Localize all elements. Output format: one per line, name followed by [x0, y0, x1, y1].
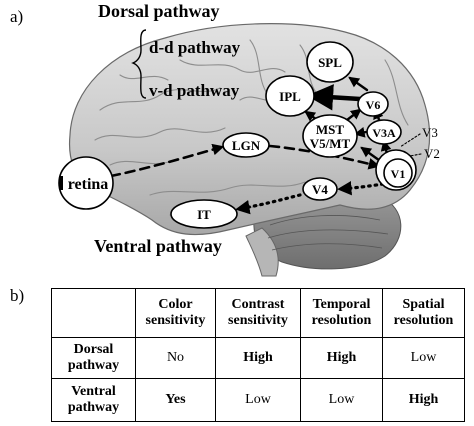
label-v5mt: V5/MT	[310, 136, 351, 151]
area-lgn	[222, 132, 270, 158]
cell-dorsal-contrast: High	[215, 337, 301, 379]
row-header-dorsal: Dorsal pathway	[51, 337, 136, 379]
label-mst: MST	[316, 122, 345, 137]
header-color-sensitivity: Color sensitivity	[135, 288, 216, 338]
brain-stem	[245, 227, 279, 277]
label-retina: retina	[68, 176, 109, 193]
label-lgn: LGN	[232, 138, 261, 153]
header-temporal-resolution: Temporal resolution	[300, 288, 383, 338]
arrow-v6-spl	[348, 76, 369, 92]
vd-pathway-label: v-d pathway	[149, 81, 240, 100]
arrow-mst-v6	[345, 108, 362, 122]
ventral-pathway-title: Ventral pathway	[94, 236, 222, 256]
label-v6: V6	[366, 98, 381, 112]
pointer-v3	[399, 133, 421, 148]
area-v3a	[366, 119, 402, 145]
panel-b-label: b)	[10, 286, 25, 305]
label-spl: SPL	[318, 55, 342, 70]
area-v1	[383, 158, 413, 188]
panel-a-label: a)	[10, 7, 23, 26]
arrow-v6-ipl	[306, 84, 363, 111]
dorsal-pathway-title: Dorsal pathway	[98, 1, 220, 21]
arrow-v1-v4	[337, 181, 385, 196]
label-v3a: V3A	[372, 126, 396, 140]
area-v6	[357, 91, 389, 117]
area-it	[170, 199, 238, 229]
cell-dorsal-color: No	[135, 337, 216, 379]
area-v4	[302, 177, 338, 201]
header-spatial-resolution: Spatial resolution	[382, 288, 465, 338]
label-v1: V1	[391, 167, 406, 181]
cell-ventral-temporal: Low	[300, 378, 383, 422]
table-row: Ventral pathway Yes Low Low High	[51, 378, 465, 422]
label-it: IT	[197, 207, 211, 222]
arrow-lgn-v1	[268, 144, 381, 170]
label-v2: V2	[424, 146, 440, 161]
header-contrast-sensitivity: Contrast sensitivity	[215, 288, 301, 338]
pathway-comparison-table: Color sensitivity Contrast sensitivity T…	[51, 288, 465, 422]
dd-pathway-label: d-d pathway	[149, 38, 241, 57]
arrow-retina-lgn	[109, 143, 225, 178]
cell-ventral-spatial: High	[382, 378, 465, 422]
arrow-v4-it	[235, 193, 302, 215]
label-v3: V3	[422, 125, 438, 140]
area-mst	[302, 114, 358, 158]
cell-dorsal-spatial: Low	[382, 337, 465, 379]
retina-mark	[59, 176, 63, 190]
table-header-row: Color sensitivity Contrast sensitivity T…	[51, 288, 465, 338]
label-ipl: IPL	[279, 89, 301, 104]
pathway-arrows	[109, 76, 422, 215]
label-v4: V4	[312, 182, 328, 197]
arrow-v3a-mst	[353, 127, 368, 138]
pathway-bracket	[131, 29, 147, 99]
area-spl	[306, 41, 354, 83]
cell-ventral-color: Yes	[135, 378, 216, 422]
row-header-ventral: Ventral pathway	[51, 378, 136, 422]
cell-ventral-contrast: Low	[215, 378, 301, 422]
table-row: Dorsal pathway No High High Low	[51, 337, 465, 379]
header-cell-empty	[51, 288, 136, 338]
area-ipl	[265, 75, 315, 117]
cell-dorsal-temporal: High	[300, 337, 383, 379]
